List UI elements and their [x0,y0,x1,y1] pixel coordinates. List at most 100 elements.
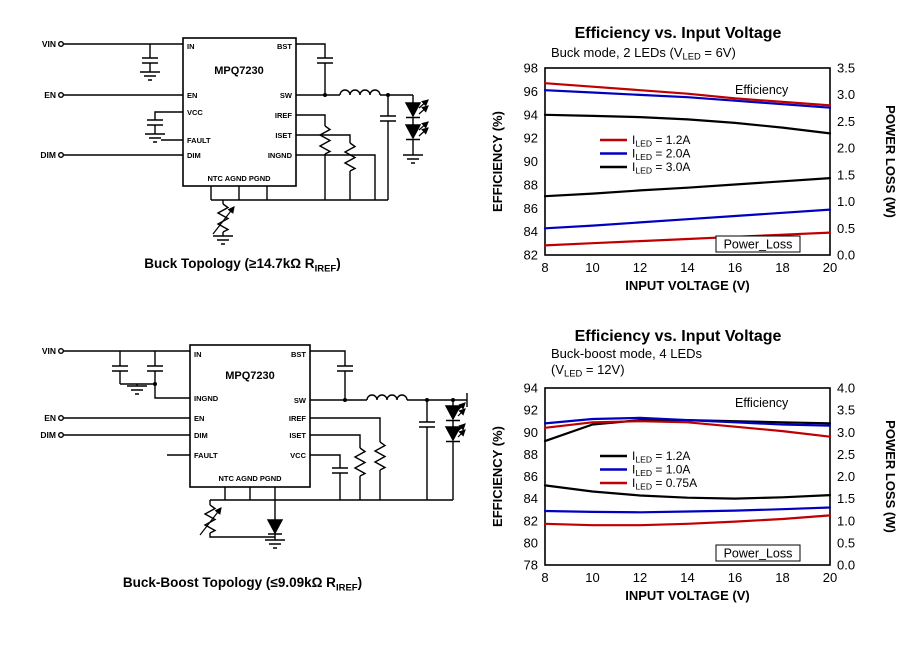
ground-rail [210,186,388,201]
plot-border [544,67,831,256]
y-tick-right: 0.5 [837,535,855,550]
y-tick-left: 96 [524,84,538,99]
bootstrap-capacitor [310,350,353,400]
y-tick-left: 92 [524,403,538,418]
en-terminal [58,414,190,421]
y-tick-left: 82 [524,248,538,263]
y-tick-left: 86 [524,201,538,216]
inductor [366,394,408,401]
y-axis-label-left: EFFICIENCY (%) [490,111,505,212]
pin-vcc: VCC [187,108,203,117]
y-tick-right: 3.5 [837,61,855,76]
x-tick: 12 [633,260,647,275]
en-label: EN [44,90,56,100]
x-tick: 18 [775,260,789,275]
return-diode [265,500,285,549]
pin-dim: DIM [194,431,208,440]
series-line [543,514,832,527]
efficiency-annotation: Efficiency [735,83,789,97]
buck-boost-topology-schematic: VIN EN DIM MPQ7230 IN BST INGND EN DIM F… [40,344,468,549]
vcc-capacitor [145,111,183,143]
y-tick-left: 94 [524,381,538,396]
x-tick: 8 [541,260,548,275]
buck-boost-caption-sub: IREF [335,582,358,594]
input-capacitor [142,44,158,72]
x-tick: 20 [823,260,837,275]
y-tick-left: 86 [524,469,538,484]
input-capacitor-2 [147,351,163,384]
pin-bst: BST [291,350,306,359]
y-tick-left: 94 [524,107,538,122]
y-tick-right: 2.5 [837,447,855,462]
ingnd-wire [296,154,376,200]
y-axis-label-right: POWER LOSS (W) [883,420,898,533]
y-tick-left: 92 [524,131,538,146]
pin-ingnd: INGND [194,394,219,403]
x-tick: 18 [775,570,789,585]
ic-name: MPQ7230 [225,370,275,382]
ingnd-wire [154,384,190,399]
legend-label: ILED = 1.2A [632,133,690,149]
ntc-thermistor [212,200,235,245]
iref-resistor [296,114,332,200]
dim-terminal [58,151,183,158]
led-ground [403,154,423,164]
legend-label: ILED = 0.75A [632,476,697,492]
series-line [543,113,832,135]
series-line [543,506,832,514]
y-tick-right: 2.0 [837,469,855,484]
dim-label: DIM [40,430,56,440]
y-axis-label-left: EFFICIENCY (%) [490,426,505,527]
ground-rail [210,487,453,501]
y-tick-right: 0.5 [837,221,855,236]
chart-subtitle: Buck mode, 2 LEDs (VLED = 6V) [551,45,736,62]
led-string [444,400,466,500]
ntc-thermistor [199,500,275,538]
iref-resistor [310,417,387,500]
pin-bst: BST [277,42,292,51]
vin-terminal [58,41,183,48]
pin-in: IN [187,42,195,51]
y-tick-left: 90 [524,425,538,440]
series-line [543,484,832,500]
vin-label: VIN [42,39,56,49]
pin-iref: IREF [289,414,307,423]
pin-fault: FAULT [187,136,211,145]
buck-labels: VIN EN DIM MPQ7230 IN BST EN VCC FAULT D… [40,39,293,183]
led-1 [404,102,422,118]
y-tick-right: 1.0 [837,513,855,528]
pin-en: EN [194,414,204,423]
chart-subtitle: (VLED = 12V) [551,362,625,379]
diode-ground [265,539,285,549]
series-line [543,89,832,109]
power-loss-annotation: Power_Loss [724,238,793,252]
legend-label: ILED = 1.2A [632,449,690,465]
series-line [543,208,832,230]
ic-body [189,344,311,488]
x-tick: 14 [680,260,694,275]
chart-title: Efficiency vs. Input Voltage [575,328,782,345]
buck-boost-caption-main: Buck-Boost Topology (≤9.09kΩ R [122,575,336,590]
bootstrap-capacitor [296,43,333,95]
iset-resistor [310,434,367,500]
iset-resistor [296,134,357,200]
led-1 [444,405,462,421]
x-tick: 20 [823,570,837,585]
led-string [403,95,429,164]
x-tick: 16 [728,570,742,585]
pin-vcc: VCC [290,451,306,460]
pin-dim: DIM [187,151,201,160]
legend-label: ILED = 2.0A [632,147,690,163]
y-tick-left: 90 [524,154,538,169]
y-tick-right: 3.0 [837,87,855,102]
pin-in: IN [194,350,202,359]
buck-boost-caption-end: ) [357,575,363,590]
y-tick-left: 88 [524,177,538,192]
y-tick-right: 1.0 [837,194,855,209]
pin-iset: ISET [289,431,306,440]
pins-bottom: NTC AGND PGND [207,174,271,183]
buck-caption-end: ) [336,256,341,271]
vin-label: VIN [42,346,56,356]
